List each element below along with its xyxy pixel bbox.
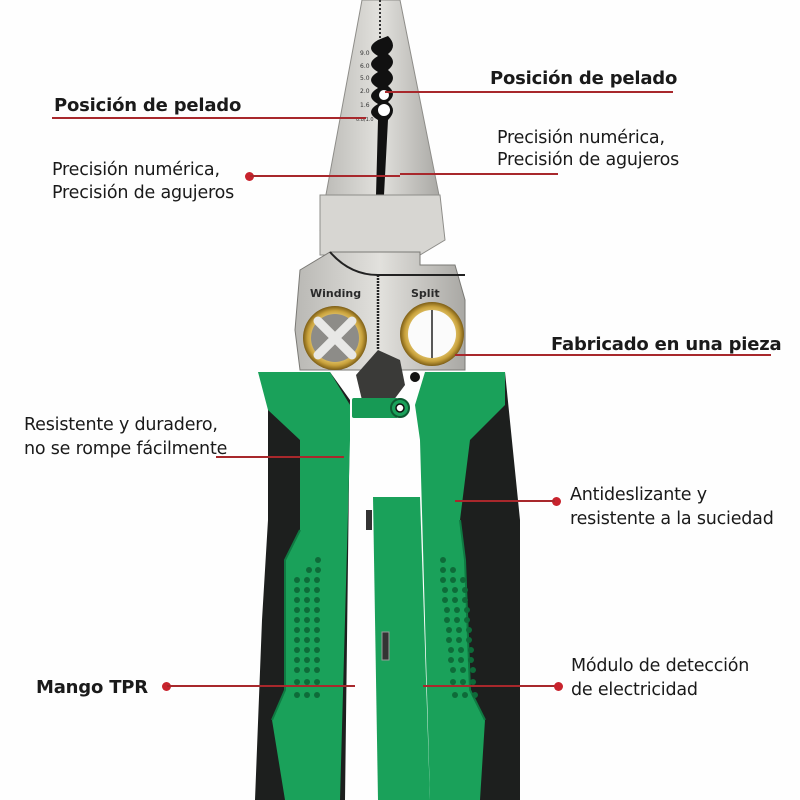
pliers-nose: 9.0 6.0 5.0 2.0 1.6 0.8/1.0 xyxy=(319,0,441,231)
leader-line-precision-left xyxy=(250,175,400,177)
callout-precision-left-line2: Precisión de agujeros xyxy=(52,183,235,203)
leader-dot-tpr-handle xyxy=(162,682,171,691)
callout-stripping-left: Posición de pelado xyxy=(54,95,242,116)
svg-text:0.8/1.0: 0.8/1.0 xyxy=(356,117,374,123)
leader-line-anti-slip xyxy=(455,500,555,502)
callout-one-piece: Fabricado en una pieza xyxy=(551,334,782,355)
callout-precision-left-line1: Precisión numérica, xyxy=(52,160,220,180)
svg-text:1.6: 1.6 xyxy=(360,102,370,109)
leader-line-stripping-left xyxy=(52,117,366,119)
callout-stripping-right: Posición de pelado xyxy=(490,68,678,89)
split-marking: Split xyxy=(411,287,440,300)
right-handle xyxy=(415,372,520,800)
pliers-head: Winding Split xyxy=(294,194,466,405)
callout-precision-right-line1: Precisión numérica, xyxy=(497,128,665,148)
svg-text:2.0: 2.0 xyxy=(360,88,370,95)
callout-detection-module-line1: Módulo de detección xyxy=(571,656,750,676)
leader-dot-anti-slip xyxy=(552,497,561,506)
leader-line-precision-right xyxy=(400,173,558,175)
callout-anti-slip-line2: resistente a la suciedad xyxy=(570,509,774,529)
svg-text:5.0: 5.0 xyxy=(360,75,370,82)
leader-line-stripping-right xyxy=(385,91,673,93)
left-handle xyxy=(255,372,350,800)
leader-line-one-piece xyxy=(455,354,771,356)
grip-texture xyxy=(294,557,478,698)
callout-detection-module-line2: de electricidad xyxy=(571,680,698,700)
callout-precision-right-line2: Precisión de agujeros xyxy=(497,150,680,170)
callout-durable-line1: Resistente y duradero, xyxy=(24,415,218,435)
callout-anti-slip-line1: Antideslizante y xyxy=(570,485,707,505)
leader-line-tpr-handle xyxy=(167,685,355,687)
callout-durable-line2: no se rompe fácilmente xyxy=(24,439,228,459)
leader-dot-detection-module xyxy=(554,682,563,691)
svg-text:6.0: 6.0 xyxy=(360,63,370,70)
leader-line-detection-module xyxy=(423,685,558,687)
leader-dot-precision-left xyxy=(245,172,254,181)
spring-lock xyxy=(352,398,398,418)
winding-marking: Winding xyxy=(310,287,361,300)
detection-module xyxy=(366,497,430,800)
callout-tpr-handle: Mango TPR xyxy=(36,677,148,698)
leader-line-durable xyxy=(216,456,344,458)
svg-text:9.0: 9.0 xyxy=(360,50,370,57)
